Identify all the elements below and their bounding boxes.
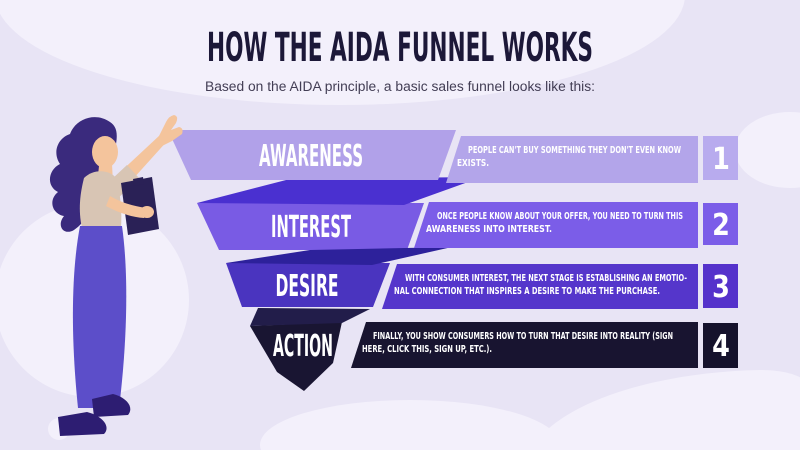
stage-awareness-label: AWARENESS bbox=[259, 139, 363, 174]
woman-clipboard-clip bbox=[133, 177, 144, 186]
stage-awareness-description: PEOPLE CAN'T BUY SOMETHING THEY DON'T EV… bbox=[457, 145, 681, 169]
stage-interest-description: ONCE PEOPLE KNOW ABOUT YOUR OFFER, YOU N… bbox=[426, 211, 683, 235]
description-line-1: WITH CONSUMER INTEREST, THE NEXT STAGE I… bbox=[405, 273, 687, 284]
stage-action-description: FINALLY, YOU SHOW CONSUMERS HOW TO TURN … bbox=[362, 331, 673, 355]
stage-awareness-number-box bbox=[703, 136, 738, 180]
fold-interest-desire bbox=[226, 247, 452, 265]
decorative-blob-bottom-center bbox=[260, 400, 560, 450]
decorative-blob-bottom-right bbox=[530, 370, 800, 450]
woman-hand bbox=[140, 206, 154, 218]
stage-action-number-box bbox=[703, 323, 738, 368]
header: HOW THE AIDA FUNNEL WORKS Based on the A… bbox=[205, 25, 595, 94]
stage-awareness-band bbox=[168, 130, 456, 180]
stage-interest-label: INTEREST bbox=[271, 210, 351, 245]
decorative-blob-top bbox=[0, 0, 685, 105]
stage-action-desc-bar bbox=[351, 322, 698, 368]
stage-awareness-number: 1 bbox=[712, 141, 730, 177]
woman-face bbox=[92, 136, 118, 168]
stage-action-band bbox=[250, 322, 342, 391]
fold-awareness-interest bbox=[197, 177, 482, 205]
woman-skirt bbox=[72, 226, 127, 408]
stage-interest-desc-bar bbox=[414, 202, 698, 248]
page-subtitle: Based on the AIDA principle, a basic sal… bbox=[205, 79, 595, 94]
woman-shoe-front bbox=[92, 394, 131, 417]
stage-desire-description: WITH CONSUMER INTEREST, THE NEXT STAGE I… bbox=[394, 273, 687, 297]
stage-desire-label: DESIRE bbox=[276, 269, 339, 304]
description-line-2: NAL CONNECTION THAT INSPIRES A DESIRE TO… bbox=[394, 286, 660, 297]
woman-sleeve bbox=[97, 165, 139, 203]
description-line-2: AWARENESS INTO INTEREST. bbox=[426, 224, 552, 235]
description-line-1: FINALLY, YOU SHOW CONSUMERS HOW TO TURN … bbox=[373, 331, 673, 342]
decorative-dot-left bbox=[22, 256, 38, 272]
page-title: HOW THE AIDA FUNNEL WORKS bbox=[207, 25, 593, 71]
description-line-2: HERE, CLICK THIS, SIGN UP, ETC.). bbox=[362, 344, 492, 355]
funnel-labels: AWARENESS INTEREST DESIRE ACTION PEOPLE … bbox=[259, 139, 730, 364]
description-line-2: EXISTS. bbox=[457, 158, 489, 169]
description-line-1: PEOPLE CAN'T BUY SOMETHING THEY DON'T EV… bbox=[468, 145, 681, 156]
stage-desire-band bbox=[226, 263, 390, 307]
decorative-blob-right bbox=[735, 112, 800, 188]
stage-interest-number: 2 bbox=[712, 207, 730, 243]
woman-pointing-hand bbox=[158, 115, 183, 146]
woman-forearm bbox=[106, 196, 146, 218]
stage-action-number: 4 bbox=[712, 328, 730, 364]
stage-action-label: ACTION bbox=[273, 329, 333, 364]
woman-clipboard bbox=[121, 177, 159, 235]
funnel-diagram bbox=[168, 130, 738, 391]
stage-interest-number-box bbox=[703, 203, 738, 245]
stage-desire-number-box bbox=[703, 264, 738, 308]
description-line-1: ONCE PEOPLE KNOW ABOUT YOUR OFFER, YOU N… bbox=[437, 211, 683, 222]
stage-desire-desc-bar bbox=[382, 264, 698, 309]
woman-illustration bbox=[49, 115, 183, 436]
woman-shoe-back bbox=[58, 412, 107, 436]
stage-interest-band bbox=[197, 203, 424, 250]
stage-desire-number: 3 bbox=[712, 269, 730, 305]
stage-awareness-desc-bar bbox=[446, 136, 698, 183]
fold-desire-action bbox=[250, 308, 370, 326]
